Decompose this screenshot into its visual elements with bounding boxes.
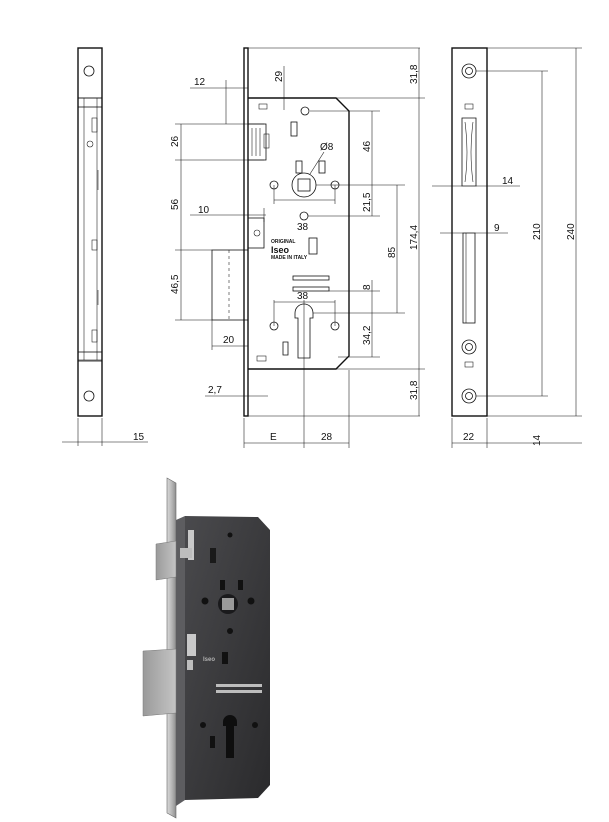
dim-28: 28 [321, 432, 333, 443]
dim-9-edge: 9 [494, 223, 500, 234]
photo-brand: Iseo [203, 657, 215, 663]
top-screw-hole [300, 106, 310, 116]
dim-10: 10 [198, 205, 210, 216]
dim-240: 240 [566, 223, 577, 240]
edge-cylinder-hole [461, 339, 477, 355]
dim-34-2: 34,2 [362, 325, 373, 345]
dim-12: 12 [194, 77, 206, 88]
edge-latch-opening [461, 117, 477, 187]
edge-screw-bottom [461, 388, 477, 404]
dim-21-5: 21,5 [362, 192, 373, 212]
photo-case-side [176, 516, 185, 806]
dim-29: 29 [274, 70, 285, 82]
front-view: ORIGINAL Iseo MADE IN ITALY 12 26 56 10 … [170, 47, 425, 448]
front-faceplate [243, 47, 249, 417]
edge-bolt-opening [462, 232, 476, 324]
dim-56: 56 [170, 198, 181, 210]
mid-screw-hole [299, 211, 309, 221]
slot-lower [292, 286, 330, 292]
dim-8: 8 [362, 284, 373, 290]
dim-20: 20 [223, 335, 235, 346]
photo-latch [155, 540, 177, 581]
side-dim-15: 15 [133, 432, 145, 443]
mortise-lock-photo: Iseo [142, 477, 270, 819]
side-screw-hole-top [83, 65, 95, 77]
dim-38-upper: 38 [297, 222, 309, 233]
dim-46-5: 46,5 [170, 274, 181, 294]
dim-dia-8: Ø8 [320, 142, 334, 153]
dim-31-8-top: 31,8 [409, 64, 420, 84]
dim-174-4: 174,4 [409, 225, 420, 250]
slot-upper [292, 275, 330, 281]
photo-cylinder-cutout [223, 715, 237, 758]
dim-22: 22 [463, 432, 475, 443]
edge-faceplate [451, 47, 488, 417]
dim-38-lower: 38 [297, 291, 309, 302]
edge-screw-top [461, 63, 477, 79]
dim-210: 210 [532, 223, 543, 240]
spindle-hub [291, 172, 317, 198]
dim-46: 46 [362, 140, 373, 152]
side-case-outline [77, 97, 103, 361]
dim-85: 85 [387, 246, 398, 258]
brand-made-in: MADE IN ITALY [271, 255, 308, 261]
bolt-tail [247, 217, 265, 249]
photo-deadbolt [142, 648, 177, 717]
dead-bolt [211, 249, 249, 321]
side-view: 15 [62, 47, 148, 446]
side-top-tab [77, 97, 103, 108]
spindle-square [297, 178, 311, 192]
side-bottom-tab [77, 351, 103, 362]
photo-faceplate [166, 477, 177, 819]
dim-14-edge: 14 [502, 176, 514, 187]
edge-view: 14 9 210 240 22 14 [432, 47, 582, 448]
lock-case [248, 97, 350, 370]
dim-31-8-bottom: 31,8 [409, 380, 420, 400]
dim-26: 26 [170, 135, 181, 147]
latch-bolt [247, 123, 267, 161]
brand-original: ORIGINAL [271, 239, 295, 245]
brand-logo: Iseo [271, 245, 290, 255]
side-screw-hole-bottom [83, 390, 95, 402]
dim-E: E [270, 432, 277, 443]
dim-2-7: 2,7 [208, 385, 222, 396]
dim-14-bottom: 14 [532, 434, 543, 446]
